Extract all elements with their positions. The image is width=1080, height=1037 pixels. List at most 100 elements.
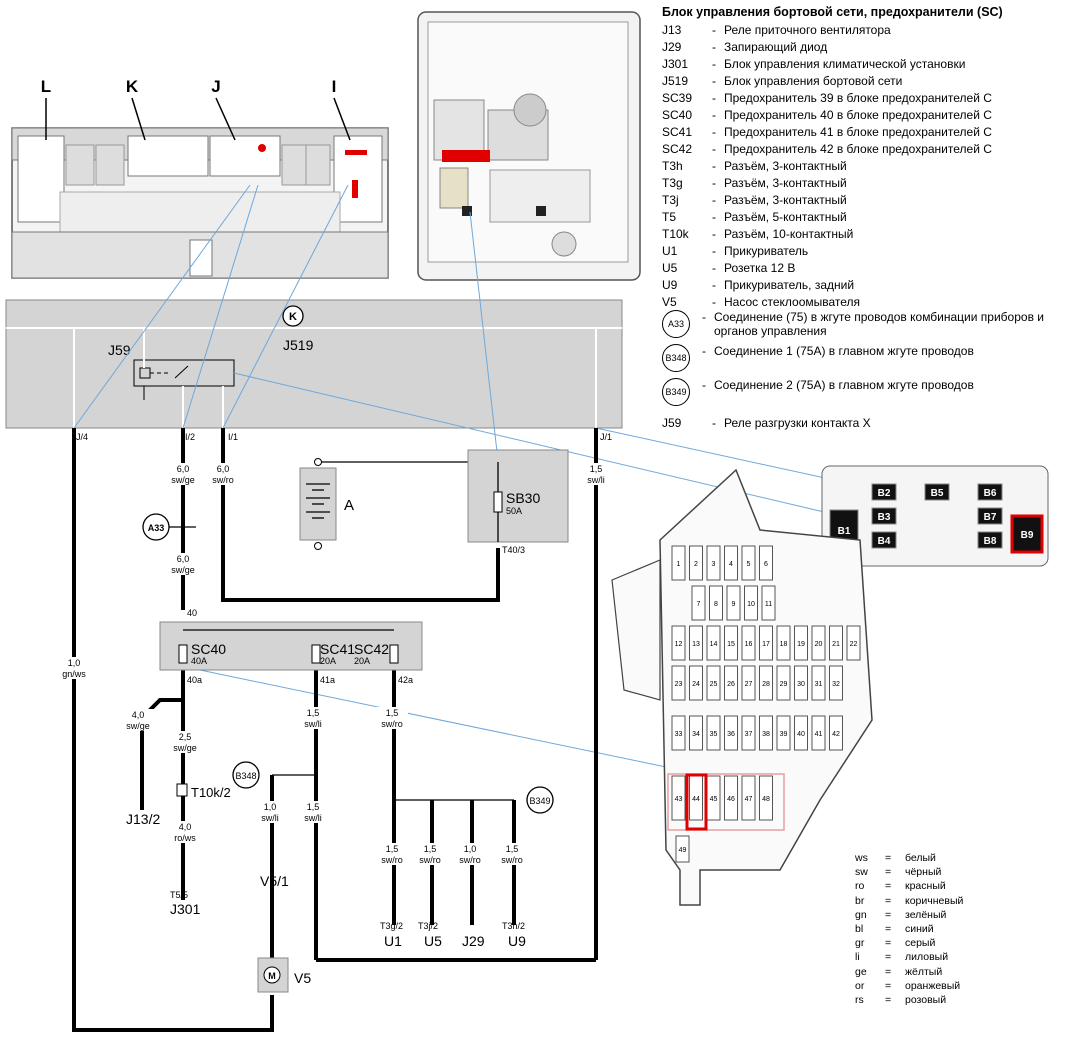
fuse-slot bbox=[671, 665, 686, 701]
pin-i2: I/2 bbox=[185, 432, 195, 442]
wire-label-bg bbox=[414, 843, 446, 865]
relay-label-j: J bbox=[211, 77, 220, 96]
wire-color: ro/ws bbox=[174, 833, 196, 843]
legend-code: T3h bbox=[662, 158, 683, 173]
fuse-number: 17 bbox=[762, 641, 770, 648]
j13-label: J13/2 bbox=[126, 811, 160, 827]
legend-code: J29 bbox=[662, 39, 682, 54]
fuse-number: 39 bbox=[780, 731, 788, 738]
u9-pin: T3h/2 bbox=[502, 921, 525, 931]
fuse-slot bbox=[811, 715, 826, 751]
fuse-number: 19 bbox=[797, 641, 805, 648]
legend-desc: Разъём, 10-контактный bbox=[724, 226, 854, 241]
connector-symbol: B349 bbox=[662, 378, 690, 406]
legend-desc: Запирающий диод bbox=[724, 39, 828, 54]
color-abbr: sw bbox=[855, 866, 868, 879]
legend-item: J13-Реле приточного вентилятора bbox=[662, 21, 1077, 38]
fuse-slot bbox=[794, 665, 808, 701]
wire-label-bg bbox=[167, 553, 199, 575]
color-abbr: ge bbox=[855, 965, 867, 978]
b-relay-box bbox=[977, 531, 1003, 549]
fuse-number: 25 bbox=[710, 681, 718, 688]
fuse-sc40-label: SC40 bbox=[191, 641, 226, 657]
t10k-label: T10k/2 bbox=[191, 785, 231, 800]
wire-label-bg bbox=[376, 843, 408, 865]
legend-connector: B348-Соединение 1 (75A) в главном жгуте … bbox=[662, 344, 1077, 378]
sb30-box bbox=[467, 449, 569, 543]
color-name: лиловый bbox=[905, 951, 949, 964]
fuse-number: 45 bbox=[710, 796, 718, 803]
fuse-number: 22 bbox=[850, 641, 858, 648]
color-abbr: gn bbox=[855, 908, 867, 921]
fuse-number: 38 bbox=[762, 731, 770, 738]
fuse-number: 41 bbox=[815, 731, 823, 738]
fuse-number: 11 bbox=[765, 601, 772, 608]
legend-item: T3h-Разъём, 3-контактный bbox=[662, 157, 1077, 174]
wire-labels: 6,0sw/ge6,0sw/ro6,0sw/ge1,5sw/li1,0gn/ws… bbox=[58, 463, 612, 865]
fuse-slot bbox=[709, 585, 723, 621]
fuse-slot bbox=[741, 545, 756, 581]
fuse-number: 13 bbox=[692, 641, 700, 648]
fuse-number: 47 bbox=[745, 796, 753, 803]
legend-code: T10k bbox=[662, 226, 689, 241]
color-name: красный bbox=[905, 880, 946, 893]
motor-label: M bbox=[268, 971, 276, 981]
fuse-slot bbox=[794, 625, 808, 661]
fuse-slot bbox=[776, 625, 791, 661]
fuse-slot bbox=[759, 665, 773, 701]
relay-label-k: K bbox=[126, 77, 139, 96]
legend-item: SC41-Предохранитель 41 в блоке предохран… bbox=[662, 123, 1077, 140]
fuse-sc42-amp: 20A bbox=[354, 656, 370, 666]
motor-icon bbox=[263, 966, 281, 984]
wire-color: sw/ge bbox=[171, 565, 195, 575]
color-abbr: bl bbox=[855, 923, 864, 936]
fuse-slot bbox=[689, 665, 703, 701]
fuse-slot bbox=[724, 665, 738, 701]
legend-item: U5-Розетка 12 В bbox=[662, 259, 1077, 276]
thick-wires bbox=[72, 428, 598, 1032]
fuse-number: 6 bbox=[764, 561, 768, 568]
legend-code: J301 bbox=[662, 56, 689, 71]
color-abbr: or bbox=[855, 979, 865, 992]
color-name: белый bbox=[905, 852, 936, 865]
wire-label-bg bbox=[297, 801, 329, 823]
fuse-slot bbox=[671, 775, 686, 821]
wire-label-bg bbox=[454, 843, 486, 865]
fuse-number: 16 bbox=[745, 641, 753, 648]
legend-j59: J59 - Реле разгрузки контакта X bbox=[662, 414, 1077, 431]
b-relay-label: B7 bbox=[984, 512, 997, 523]
legend-code: J13 bbox=[662, 22, 682, 37]
a33-connector bbox=[142, 513, 170, 541]
legend-code: V5 bbox=[662, 294, 677, 309]
legend-desc: Насос стеклоомывателя bbox=[724, 294, 861, 309]
legend-item: T5-Разъём, 5-контактный bbox=[662, 208, 1077, 225]
wire-color: sw/ro bbox=[381, 719, 403, 729]
legend-code: T3g bbox=[662, 175, 683, 190]
legend-code: U5 bbox=[662, 260, 678, 275]
wire-label-bg bbox=[167, 463, 199, 485]
relay-panel-photo: L K J I bbox=[11, 77, 389, 279]
color-entry: li=лиловый bbox=[855, 951, 949, 964]
fuse-number: 33 bbox=[675, 731, 683, 738]
legend-item: J301-Блок управления климатической устан… bbox=[662, 55, 1077, 72]
legend-desc: Разъём, 3-контактный bbox=[724, 175, 847, 190]
wire-gauge: 6,0 bbox=[177, 554, 190, 564]
fuse-number: 28 bbox=[762, 681, 770, 688]
fuse-number: 44 bbox=[692, 796, 700, 803]
fuse-number: 49 bbox=[679, 847, 687, 854]
legend-item: T3g-Разъём, 3-контактный bbox=[662, 174, 1077, 191]
u1-pin: T3g/2 bbox=[380, 921, 403, 931]
b-relay-label: B4 bbox=[878, 536, 891, 547]
fuse-number: 24 bbox=[692, 681, 700, 688]
wire-label-bg bbox=[122, 709, 154, 731]
b-relay-label: B3 bbox=[878, 512, 891, 523]
fuse-slot bbox=[741, 625, 756, 661]
pin-i1: I/1 bbox=[228, 432, 238, 442]
fuse-sc40-amp: 40A bbox=[191, 656, 207, 666]
b-relay-box bbox=[924, 483, 950, 501]
fuse-number: 23 bbox=[675, 681, 683, 688]
wire-gauge: 1,0 bbox=[464, 844, 477, 854]
wire-gauge: 4,0 bbox=[132, 710, 145, 720]
fuse-slot bbox=[706, 665, 721, 701]
